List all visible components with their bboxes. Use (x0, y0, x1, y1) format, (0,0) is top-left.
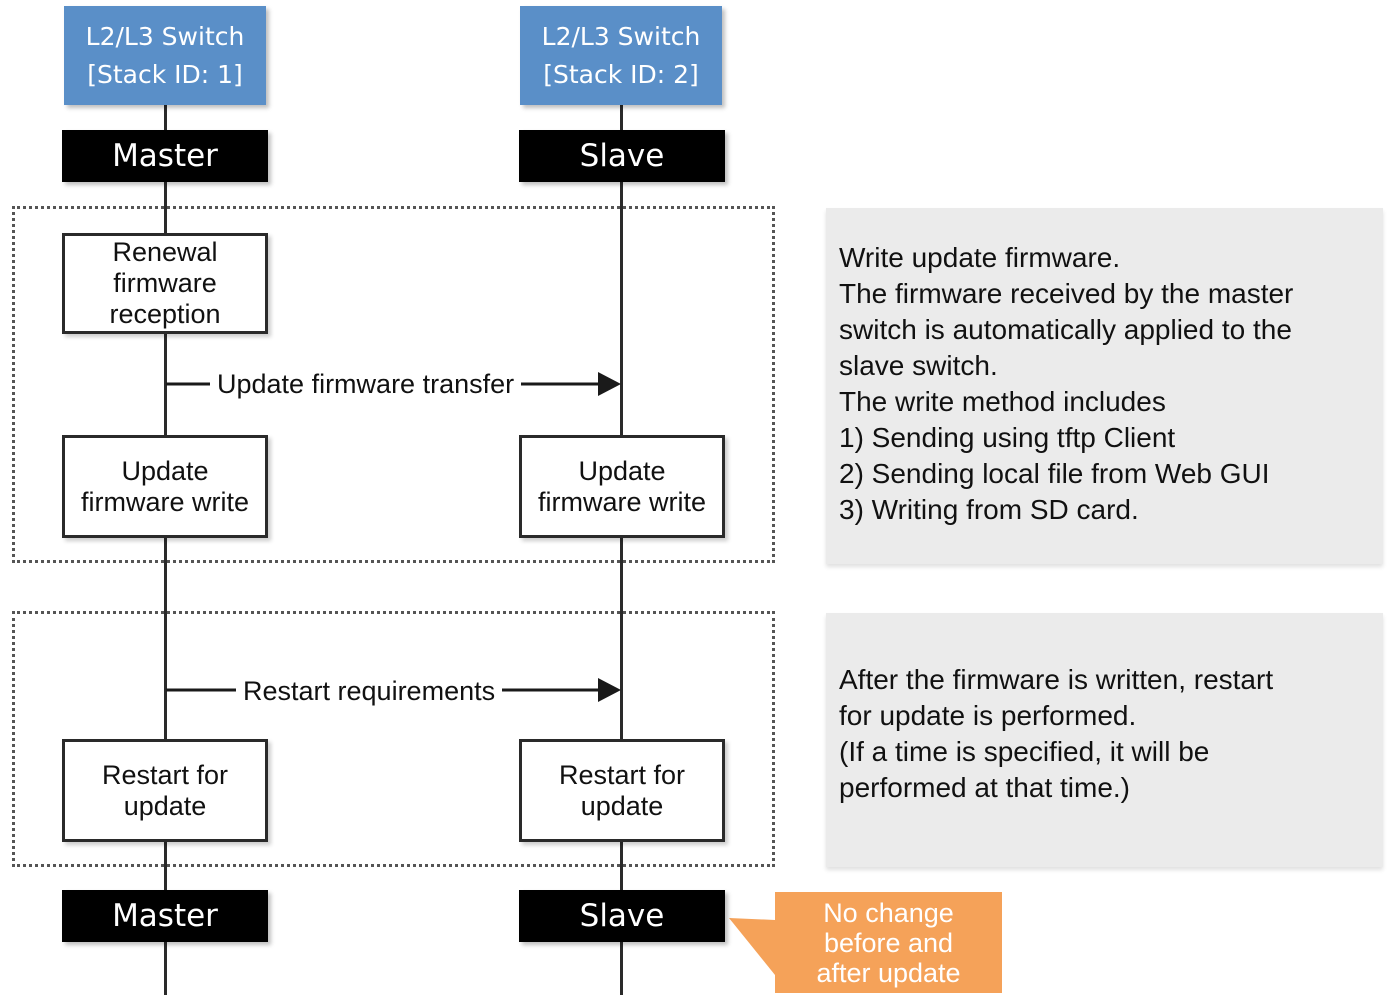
slave-role-top: Slave (519, 130, 725, 182)
restart-requirements-label: Restart requirements (236, 673, 503, 709)
step-line: Update (121, 455, 209, 486)
master-role-bottom: Master (62, 890, 268, 942)
step-line: Restart for (101, 759, 229, 790)
callout-line: No change (823, 897, 954, 928)
step-line: firmware write (537, 486, 706, 517)
write-phase-note: Write update firmware. The firmware rece… (826, 208, 1383, 564)
slave-role-bottom: Slave (519, 890, 725, 942)
master-restart-for-update-box: Restart for update (62, 739, 268, 842)
master-switch-header: L2/L3 Switch [Stack ID: 1] (64, 6, 266, 105)
note-line: The firmware received by the master (839, 278, 1294, 309)
step-line: update (580, 790, 664, 821)
note-line: The write method includes (839, 386, 1166, 417)
slave-switch-header: L2/L3 Switch [Stack ID: 2] (520, 6, 722, 105)
stack-id: [Stack ID: 2] (543, 59, 699, 89)
note-line: 3) Writing from SD card. (839, 494, 1139, 525)
restart-phase-note: After the firmware is written, restart f… (826, 613, 1383, 867)
note-line: (If a time is specified, it will be (839, 736, 1210, 767)
switch-name: L2/L3 Switch (541, 21, 701, 51)
slave-update-firmware-write-box: Update firmware write (519, 435, 725, 538)
master-update-firmware-write-box: Update firmware write (62, 435, 268, 538)
note-line: performed at that time.) (839, 772, 1131, 803)
note-line: 1) Sending using tftp Client (839, 422, 1176, 453)
step-line: firmware (113, 268, 217, 298)
renewal-firmware-reception-box: Renewal firmware reception (62, 233, 268, 334)
note-line: 2) Sending local file from Web GUI (839, 458, 1270, 489)
step-line: firmware write (80, 486, 249, 517)
step-line: Renewal (112, 237, 218, 267)
callout-line: before and (823, 927, 954, 958)
note-line: After the firmware is written, restart (839, 664, 1274, 695)
step-line: update (123, 790, 207, 821)
master-role-top: Master (62, 130, 268, 182)
note-line: switch is automatically applied to the (839, 314, 1292, 345)
step-line: Restart for (558, 759, 686, 790)
callout-pointer (729, 918, 775, 975)
master-lifeline (164, 105, 167, 995)
slave-restart-for-update-box: Restart for update (519, 739, 725, 842)
write-phase-frame (12, 206, 775, 563)
step-line: Update (578, 455, 666, 486)
restart-phase-frame (12, 611, 775, 867)
step-line: reception (109, 299, 221, 329)
note-line: Write update firmware. (839, 242, 1121, 273)
switch-name: L2/L3 Switch (85, 21, 245, 51)
callout-line: after update (816, 957, 961, 988)
update-firmware-transfer-label: Update firmware transfer (210, 366, 522, 402)
no-change-callout: No change before and after update (775, 892, 1002, 993)
stack-id: [Stack ID: 1] (87, 59, 243, 89)
note-line: slave switch. (839, 350, 998, 381)
note-line: for update is performed. (839, 700, 1137, 731)
slave-lifeline (620, 105, 623, 995)
